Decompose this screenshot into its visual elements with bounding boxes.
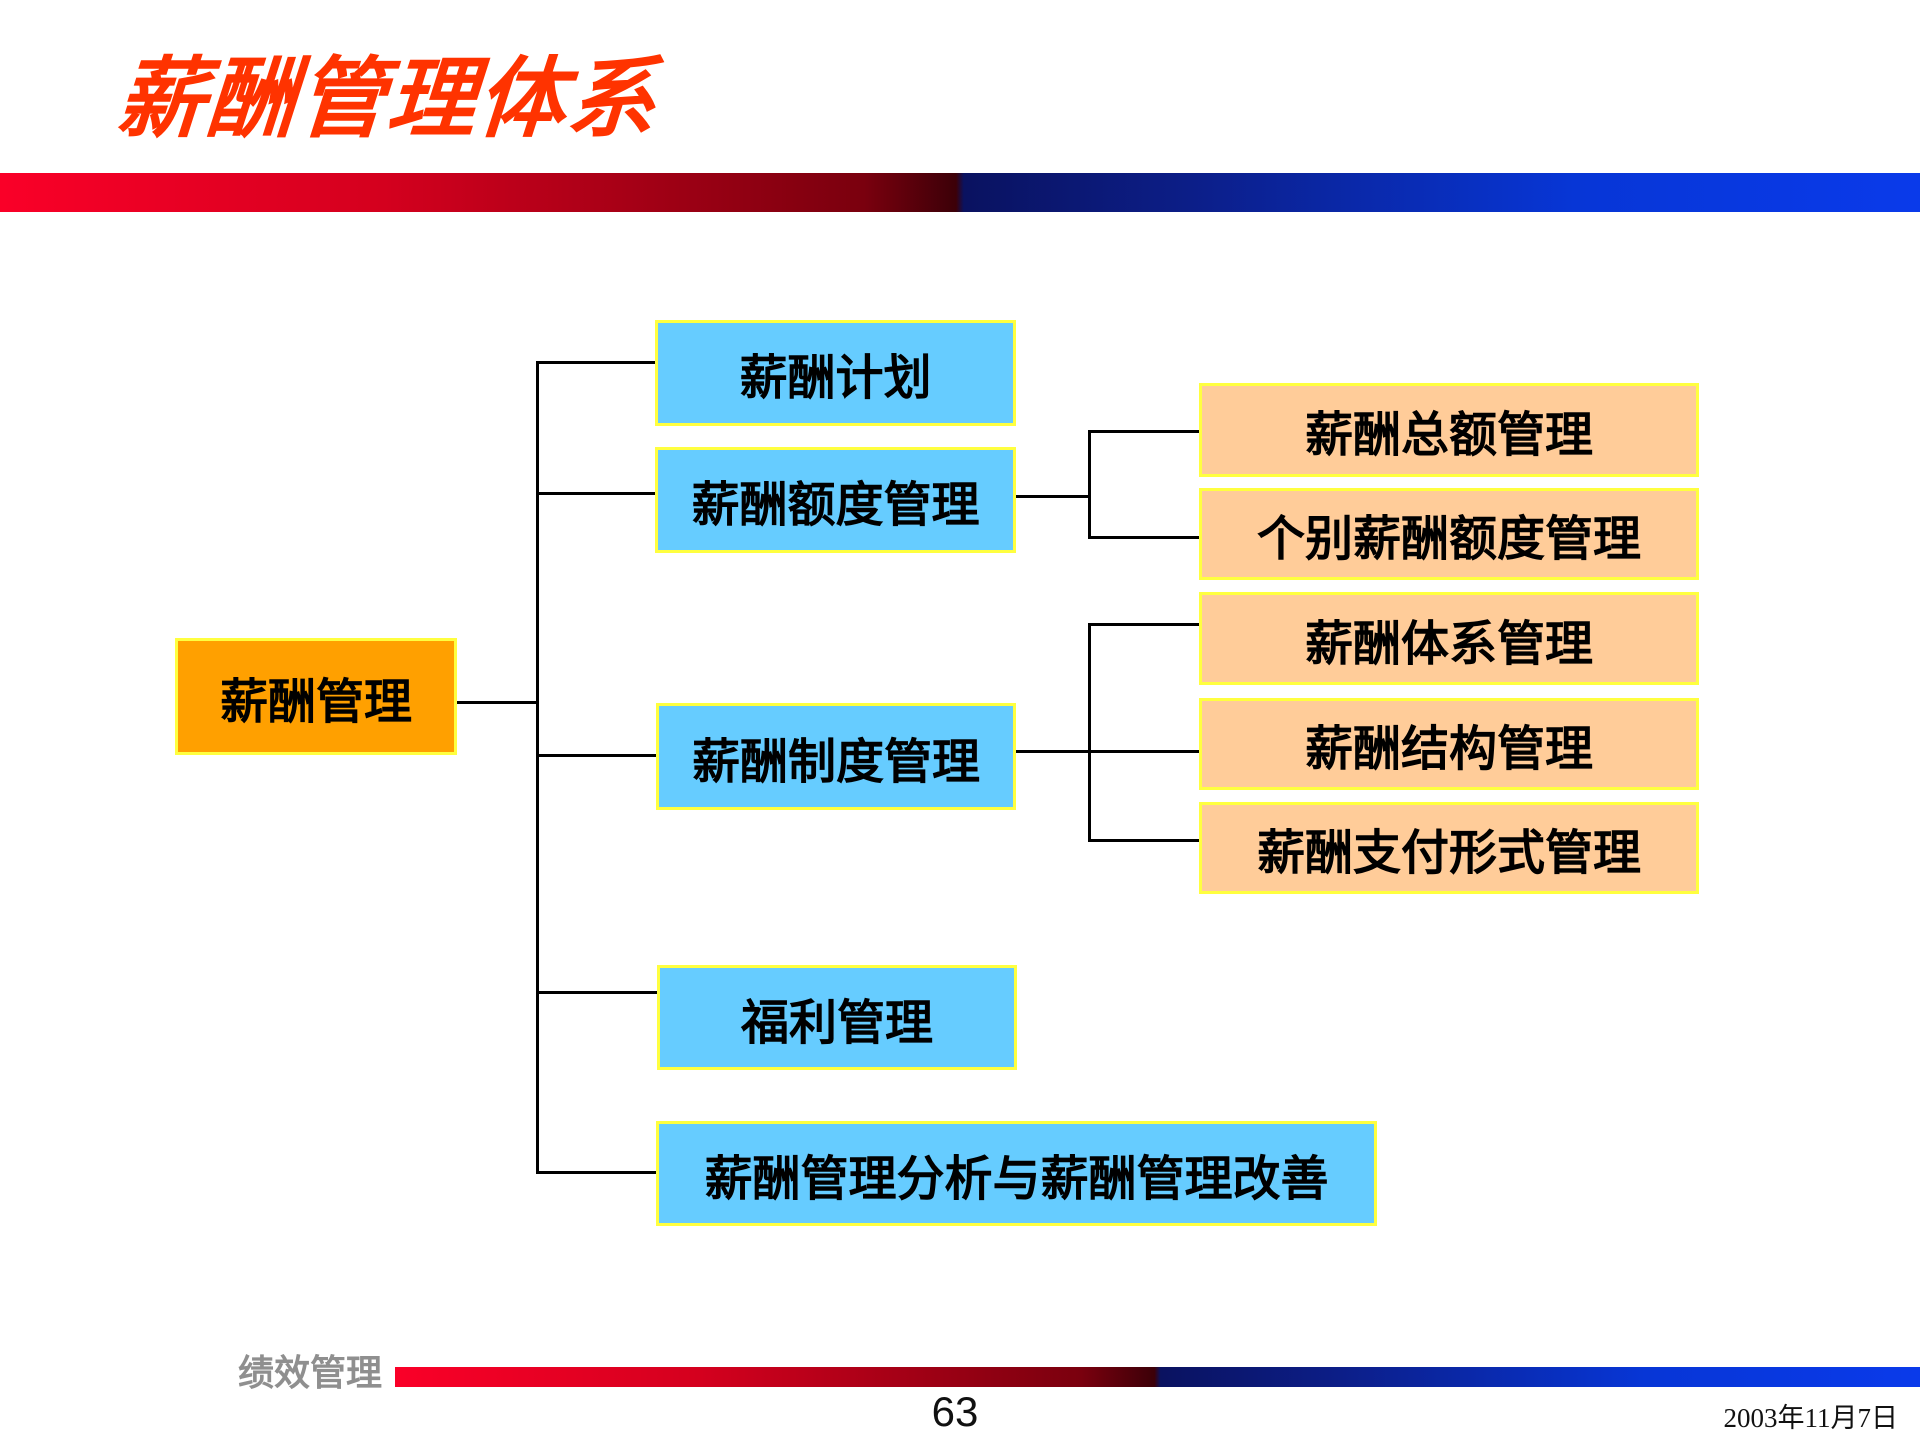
node-compensation-plan: 薪酬计划 (655, 320, 1016, 426)
node-system-management: 薪酬制度管理 (656, 703, 1016, 810)
connector-bracket-b-stem (1016, 750, 1199, 753)
connector-branch-welfare (536, 991, 657, 994)
connector-branch-plan (536, 361, 655, 364)
node-compensation-management: 薪酬管理 (175, 638, 457, 755)
footer-label: 绩效管理 (238, 1352, 383, 1393)
connector-bracket-a-vertical (1088, 430, 1091, 539)
top-divider-bar (0, 173, 1920, 212)
page-title: 薪酬管理体系 (114, 49, 661, 148)
connector-bracket-b-bottom-arm (1088, 839, 1199, 842)
node-welfare-management: 福利管理 (657, 965, 1017, 1070)
page-number: 63 (931, 1388, 979, 1435)
connector-bracket-b-vertical (1088, 623, 1091, 842)
connector-trunk (536, 361, 539, 1174)
connector-bracket-a-bottom-arm (1088, 536, 1199, 539)
node-pay-structure: 薪酬结构管理 (1199, 698, 1699, 790)
node-total-amount: 薪酬总额管理 (1199, 383, 1699, 477)
connector-root-stem (457, 701, 536, 704)
slide-date: 2003年11月7日 (1723, 1403, 1899, 1433)
node-individual-amount: 个别薪酬额度管理 (1199, 488, 1699, 580)
connector-bracket-b-top-arm (1088, 623, 1199, 626)
bottom-divider-bar (395, 1367, 1920, 1387)
connector-bracket-a-stem (1016, 495, 1088, 498)
node-amount-management: 薪酬额度管理 (655, 447, 1016, 553)
node-pay-form: 薪酬支付形式管理 (1199, 802, 1699, 894)
connector-branch-analysis (536, 1171, 656, 1174)
connector-branch-system (536, 754, 656, 757)
node-analysis-improvement: 薪酬管理分析与薪酬管理改善 (656, 1121, 1377, 1226)
connector-branch-amount (536, 492, 655, 495)
node-pay-system: 薪酬体系管理 (1199, 592, 1699, 685)
connector-bracket-a-top-arm (1088, 430, 1199, 433)
